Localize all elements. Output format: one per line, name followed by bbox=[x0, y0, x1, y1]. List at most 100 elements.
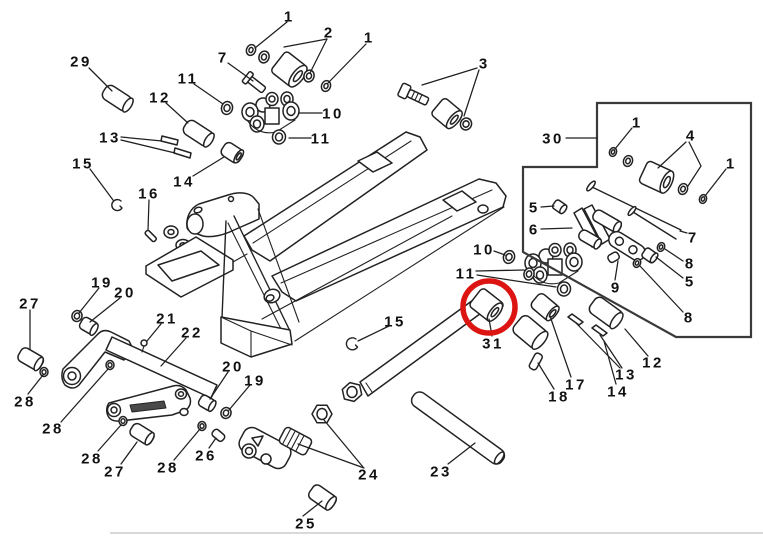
leader-part-7 bbox=[679, 230, 688, 234]
leader-part-13 bbox=[575, 322, 621, 369]
leader-part-29 bbox=[88, 67, 113, 92]
leader-part-2 bbox=[283, 38, 328, 48]
leader-part-28 bbox=[60, 368, 109, 423]
part-label-1: 1 bbox=[364, 30, 372, 47]
part-24-clevis bbox=[238, 404, 333, 470]
part-group-center-right bbox=[512, 293, 624, 371]
inset-box-layer bbox=[521, 101, 753, 339]
leader-part-24 bbox=[297, 443, 365, 469]
part-label-21: 21 bbox=[156, 311, 178, 328]
leader-part-18 bbox=[537, 362, 555, 390]
part-label-8: 8 bbox=[684, 310, 692, 327]
part-18-pin bbox=[528, 352, 543, 371]
part-5-bushing bbox=[641, 247, 659, 264]
part-label-14: 14 bbox=[173, 174, 195, 191]
part-label-27: 27 bbox=[19, 296, 41, 313]
part-9-link bbox=[608, 230, 646, 262]
part-13-wedge bbox=[567, 313, 584, 326]
leader-part-10 bbox=[493, 250, 506, 256]
part-label-28: 28 bbox=[157, 460, 179, 477]
part-group-bottom-center bbox=[211, 391, 506, 511]
part-label-1: 1 bbox=[726, 156, 734, 173]
part-label-17: 17 bbox=[565, 377, 587, 394]
part-label-20: 20 bbox=[114, 285, 136, 302]
part-label-7: 7 bbox=[218, 50, 226, 67]
part-label-11: 11 bbox=[178, 71, 199, 88]
part-label-26: 26 bbox=[195, 448, 217, 465]
part-label-22: 22 bbox=[181, 325, 203, 342]
leader-part-28 bbox=[97, 424, 122, 452]
part-label-12: 12 bbox=[642, 355, 664, 372]
part-12-pin bbox=[588, 296, 624, 330]
part-label-12: 12 bbox=[149, 90, 171, 107]
part-10-bracket-lower bbox=[502, 242, 583, 297]
part-label-28: 28 bbox=[81, 451, 103, 468]
leader-part-3 bbox=[463, 69, 480, 117]
leader-part-12 bbox=[624, 328, 649, 357]
part-25-pin bbox=[307, 484, 338, 511]
part-7-rod bbox=[586, 180, 682, 240]
leader-part-14 bbox=[603, 340, 617, 385]
part-label-16: 16 bbox=[138, 186, 160, 203]
part-31-sleeve bbox=[469, 288, 504, 323]
part-label-5: 5 bbox=[529, 200, 537, 217]
leader-part-12 bbox=[165, 102, 189, 124]
part-label-20: 20 bbox=[222, 359, 244, 376]
leader-part-2 bbox=[309, 38, 328, 74]
part-4-roller bbox=[638, 160, 675, 194]
leader-part-4 bbox=[657, 141, 687, 169]
leader-part-17 bbox=[549, 315, 572, 378]
part-label-25: 25 bbox=[295, 516, 317, 533]
inset-box-30 bbox=[521, 101, 753, 339]
leader-part-27 bbox=[120, 441, 138, 465]
part-label-6: 6 bbox=[529, 222, 537, 239]
part-2-roller bbox=[271, 51, 308, 88]
part-15-snap-ring bbox=[111, 198, 123, 212]
leader-part-15 bbox=[89, 168, 114, 201]
leader-part-28 bbox=[27, 374, 44, 395]
part-label-28: 28 bbox=[42, 421, 64, 438]
part-13-clip bbox=[173, 147, 192, 159]
leader-part-11 bbox=[476, 274, 557, 288]
leader-part-13 bbox=[120, 136, 163, 142]
part-group-roller-2 bbox=[241, 43, 332, 94]
part-20-bushing bbox=[78, 316, 99, 337]
part-label-3: 3 bbox=[479, 56, 487, 73]
part-label-31: 31 bbox=[482, 336, 504, 353]
leader-part-26 bbox=[208, 437, 217, 449]
leader-part-4 bbox=[687, 141, 702, 187]
part-label-19: 19 bbox=[91, 275, 113, 292]
part-17-bushing bbox=[530, 293, 560, 322]
part-label-27: 27 bbox=[104, 464, 126, 481]
leader-part-8 bbox=[664, 248, 684, 262]
leader-part-7 bbox=[227, 62, 254, 82]
part-label-15: 15 bbox=[384, 314, 406, 331]
part-label-30: 30 bbox=[542, 131, 564, 148]
leader-part-25 bbox=[302, 500, 323, 517]
leader-part-5 bbox=[655, 256, 684, 279]
part-21-bolt bbox=[140, 339, 148, 353]
part-label-1: 1 bbox=[284, 9, 292, 26]
leader-part-24 bbox=[323, 419, 364, 468]
part-label-10: 10 bbox=[473, 242, 495, 259]
part-label-18: 18 bbox=[548, 389, 570, 406]
part-label-19: 19 bbox=[244, 373, 266, 390]
part-label-7: 7 bbox=[688, 230, 696, 247]
part-label-15: 15 bbox=[72, 156, 94, 173]
part-label-2: 2 bbox=[324, 25, 332, 42]
part-label-11: 11 bbox=[311, 131, 332, 148]
part-10-bracket-upper bbox=[220, 91, 300, 145]
part-label-24: 24 bbox=[358, 467, 380, 484]
leader-part-9 bbox=[614, 260, 619, 281]
frame-pallet-truck bbox=[145, 131, 507, 358]
leader-part-23 bbox=[447, 442, 476, 465]
part-group-3 bbox=[397, 82, 473, 131]
leader-part-14 bbox=[192, 156, 225, 177]
part-label-10: 10 bbox=[322, 106, 344, 123]
part-label-13: 13 bbox=[615, 367, 637, 384]
part-29-pin bbox=[101, 84, 134, 113]
part-label-11: 11 bbox=[456, 266, 477, 283]
highlight-circle-part-31 bbox=[460, 278, 518, 336]
